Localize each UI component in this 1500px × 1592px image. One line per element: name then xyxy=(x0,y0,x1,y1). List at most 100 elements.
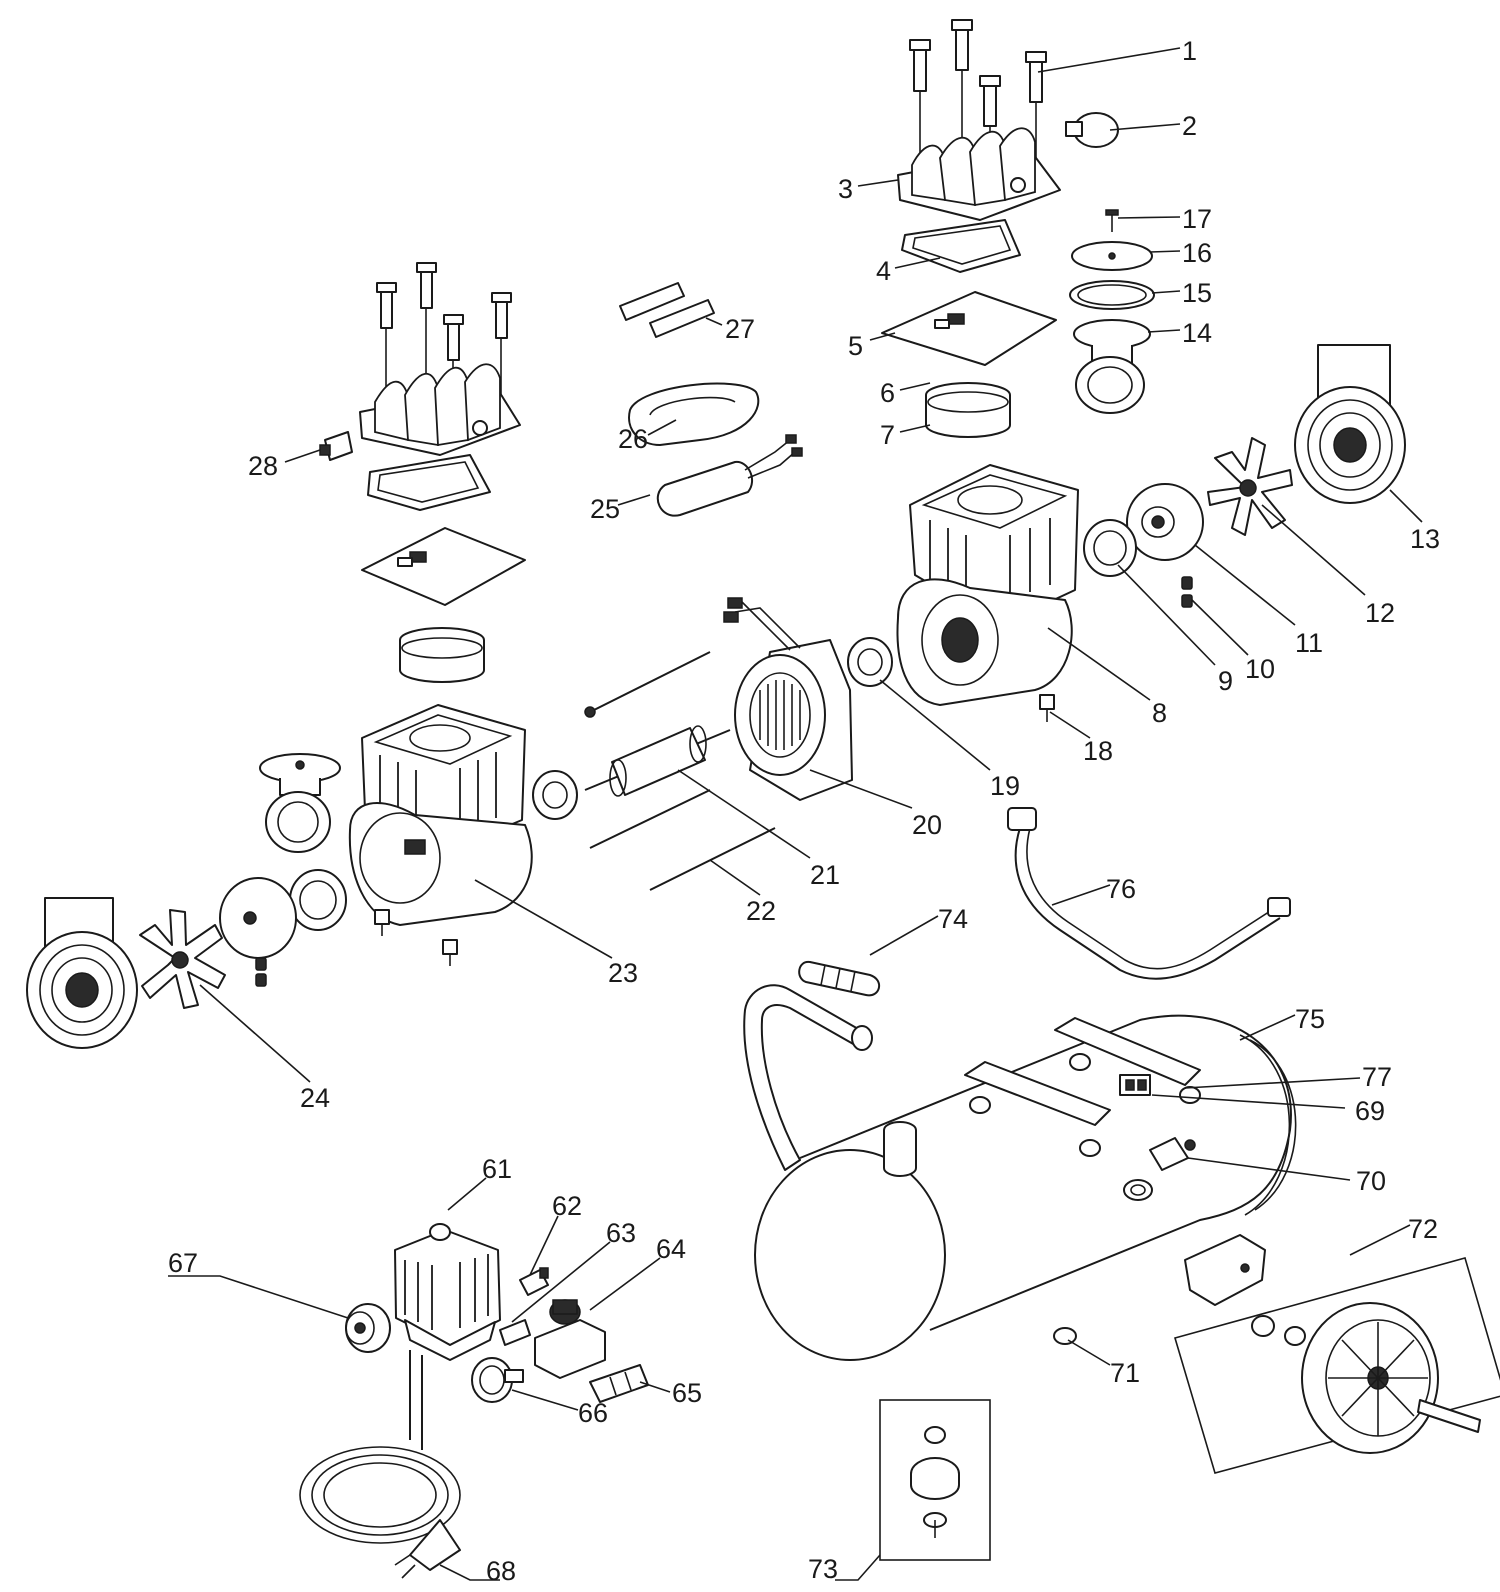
callout-17: 17 xyxy=(1182,204,1212,234)
callout-8: 8 xyxy=(1152,698,1167,728)
callout-1: 1 xyxy=(1182,36,1197,66)
callout-66: 66 xyxy=(578,1398,608,1428)
callout-20: 20 xyxy=(912,810,942,840)
bearing-9 xyxy=(1083,519,1137,577)
gauge-66 xyxy=(471,1357,524,1403)
head-gasket-right xyxy=(901,219,1021,273)
fan-guard-left xyxy=(26,897,138,1049)
feet-left xyxy=(374,909,458,966)
callout-3: 3 xyxy=(838,174,853,204)
rotor-21 xyxy=(584,725,731,797)
tank-75 xyxy=(754,1014,1297,1361)
crankcase-left xyxy=(348,704,533,926)
power-cord-68 xyxy=(299,1350,461,1579)
mount-brackets xyxy=(964,1017,1201,1157)
fan-right xyxy=(1207,437,1293,536)
callout-12: 12 xyxy=(1365,598,1395,628)
fitting-62 xyxy=(519,1267,549,1296)
callout-77: 77 xyxy=(1362,1062,1392,1092)
callout-5: 5 xyxy=(848,331,863,361)
capacitor-25 xyxy=(656,434,803,517)
callout-24: 24 xyxy=(300,1083,330,1113)
callout-2: 2 xyxy=(1182,111,1197,141)
callout-70: 70 xyxy=(1356,1166,1386,1196)
callout-25: 25 xyxy=(590,494,620,524)
callout-21: 21 xyxy=(810,860,840,890)
fitting-63 xyxy=(499,1319,531,1346)
callout-22: 22 xyxy=(746,896,776,926)
callout-11: 11 xyxy=(1295,628,1323,658)
callout-6: 6 xyxy=(880,378,895,408)
bearing-left xyxy=(532,770,578,820)
callout-7: 7 xyxy=(880,420,895,450)
head-gasket-left xyxy=(367,454,491,511)
callout-9: 9 xyxy=(1218,666,1233,696)
callout-61: 61 xyxy=(482,1154,512,1184)
callout-64: 64 xyxy=(656,1234,686,1264)
support-bracket xyxy=(1184,1234,1266,1306)
tubes-27 xyxy=(619,282,715,338)
handle xyxy=(743,984,873,1171)
callout-69: 69 xyxy=(1355,1096,1385,1126)
fitting-28 xyxy=(319,431,353,461)
check-valve-69 xyxy=(1119,1074,1151,1096)
callout-67: 67 xyxy=(168,1248,198,1278)
crankcase-right xyxy=(896,464,1079,706)
valve-plate-right xyxy=(881,291,1057,366)
callout-26: 26 xyxy=(618,424,648,454)
leader-lines xyxy=(168,47,1423,1581)
cylinder-head-right xyxy=(897,127,1061,221)
pressure-switch-61 xyxy=(394,1223,501,1361)
set-screw-left xyxy=(255,957,267,987)
callout-14: 14 xyxy=(1182,318,1212,348)
callout-28: 28 xyxy=(248,451,278,481)
head-bolts-right xyxy=(909,19,1047,190)
callout-10: 10 xyxy=(1245,654,1275,684)
foot-18 xyxy=(1039,694,1055,722)
callout-27: 27 xyxy=(725,314,755,344)
sleeve-left xyxy=(399,627,485,683)
pulley-cover-left xyxy=(219,877,297,959)
valve-plate-left xyxy=(361,527,526,606)
handle-grip-74 xyxy=(798,960,881,997)
callout-71: 71 xyxy=(1110,1358,1140,1388)
tank-port xyxy=(883,1121,917,1177)
callout-62: 62 xyxy=(552,1191,582,1221)
fitting-70 xyxy=(1123,1137,1196,1201)
callout-labels: 1 2 3 4 17 16 15 14 5 6 7 8 9 10 11 12 1… xyxy=(168,36,1440,1586)
callout-74: 74 xyxy=(938,904,968,934)
callout-15: 15 xyxy=(1182,278,1212,308)
piston-assembly-left xyxy=(259,753,341,853)
callout-68: 68 xyxy=(486,1556,516,1586)
fan-left xyxy=(139,909,226,1009)
sleeve-right xyxy=(925,382,1011,438)
piston-assembly-right xyxy=(1069,209,1155,414)
callout-76: 76 xyxy=(1106,874,1136,904)
callout-23: 23 xyxy=(608,958,638,988)
filter-cap-right xyxy=(1065,112,1119,148)
callout-19: 19 xyxy=(990,771,1020,801)
callout-72: 72 xyxy=(1408,1214,1438,1244)
callout-65: 65 xyxy=(672,1378,702,1408)
coupler-65 xyxy=(589,1364,649,1403)
stator-20 xyxy=(723,597,853,801)
wheel-kit-72 xyxy=(1174,1257,1500,1474)
cylinder-head-left xyxy=(359,363,521,456)
capacitor-cover-26 xyxy=(628,382,760,446)
callout-18: 18 xyxy=(1083,736,1113,766)
foot-kit-73 xyxy=(879,1399,991,1561)
callout-63: 63 xyxy=(606,1218,636,1248)
gauge-67 xyxy=(345,1303,391,1353)
callout-73: 73 xyxy=(808,1554,838,1584)
callout-13: 13 xyxy=(1410,524,1440,554)
tie-rods xyxy=(584,651,776,891)
fan-guard-right xyxy=(1294,344,1406,504)
callout-4: 4 xyxy=(876,256,891,286)
callout-75: 75 xyxy=(1295,1004,1325,1034)
bearing-left-2 xyxy=(289,869,347,931)
regulator-64 xyxy=(534,1299,606,1379)
hose-76 xyxy=(1007,807,1291,980)
callout-16: 16 xyxy=(1182,238,1212,268)
set-screws-10 xyxy=(1181,576,1193,608)
